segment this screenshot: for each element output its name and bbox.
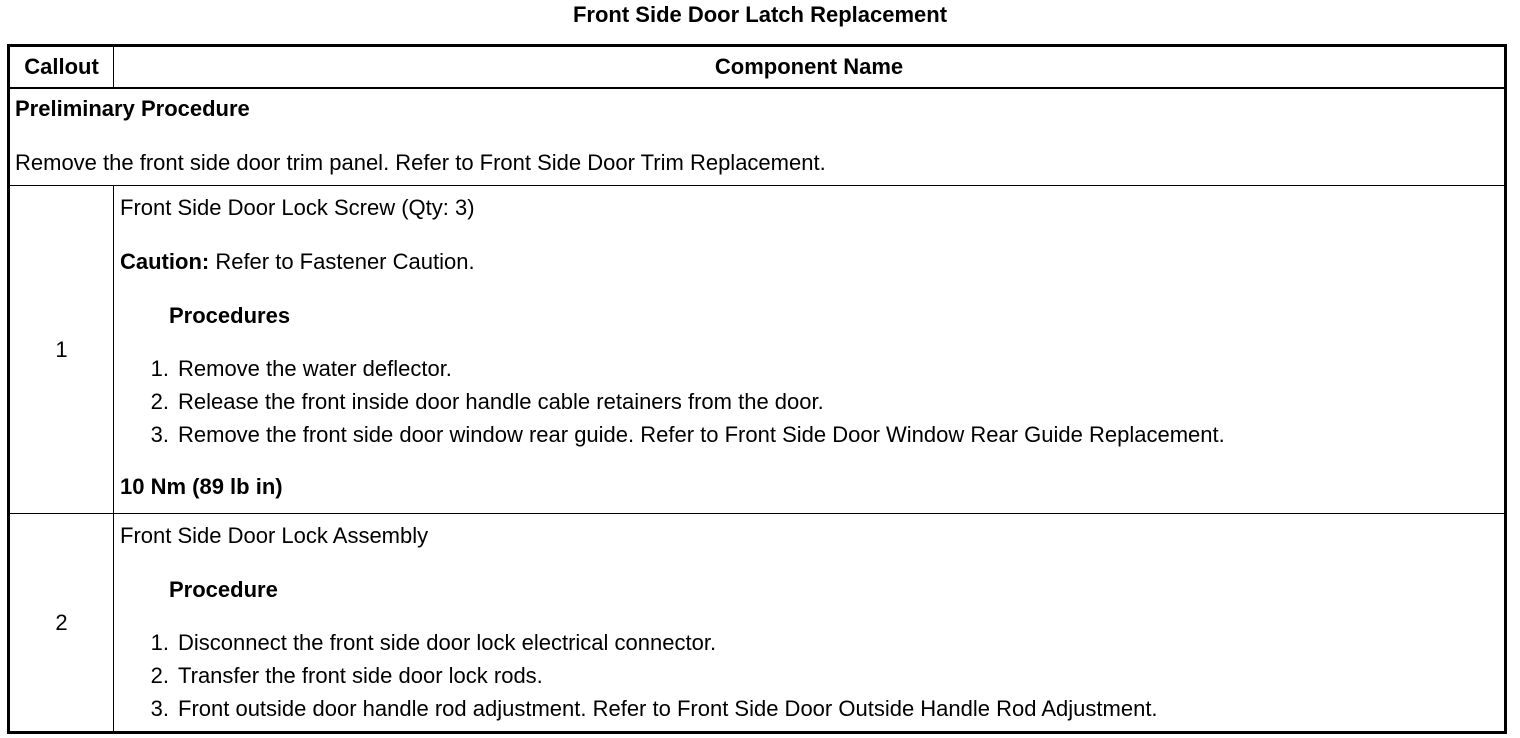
list-item: 1.Remove the water deflector. — [150, 356, 452, 381]
component-cell: Front Side Door Lock Assembly Procedure … — [113, 513, 1506, 733]
callout-column-header: Callout — [8, 45, 114, 89]
table-row: 2 Front Side Door Lock Assembly Procedur… — [8, 513, 1506, 733]
preliminary-heading: Preliminary Procedure — [15, 96, 250, 121]
procedure-steps: 1.Remove the water deflector. 2.Release … — [120, 352, 1498, 451]
procedure-heading: Procedures — [169, 303, 291, 328]
preliminary-row: Preliminary Procedure Remove the front s… — [8, 87, 1506, 186]
torque-spec: 10 Nm (89 lb in) — [120, 474, 283, 499]
caution-text: Refer to Fastener Caution. — [209, 249, 475, 274]
list-item: 3.Remove the front side door window rear… — [150, 422, 1225, 447]
procedure-heading: Procedure — [169, 577, 278, 602]
callout-number: 2 — [8, 513, 114, 733]
preliminary-cell: Preliminary Procedure Remove the front s… — [8, 87, 1506, 186]
preliminary-text: Remove the front side door trim panel. R… — [15, 150, 826, 175]
list-item: 2.Release the front inside door handle c… — [150, 389, 824, 414]
table-row: 1 Front Side Door Lock Screw (Qty: 3) Ca… — [8, 185, 1506, 514]
component-name-column-header: Component Name — [113, 45, 1506, 89]
component-cell: Front Side Door Lock Screw (Qty: 3) Caut… — [113, 185, 1506, 514]
callout-number: 1 — [8, 185, 114, 514]
caution-line: Caution: Refer to Fastener Caution. — [120, 248, 1498, 276]
component-name: Front Side Door Lock Screw (Qty: 3) — [120, 195, 475, 220]
document-title: Front Side Door Latch Replacement — [572, 2, 948, 27]
component-name: Front Side Door Lock Assembly — [120, 523, 429, 548]
procedure-steps: 1.Disconnect the front side door lock el… — [120, 626, 1498, 725]
list-item: 1.Disconnect the front side door lock el… — [150, 630, 717, 655]
table-header-row: Callout Component Name — [8, 45, 1506, 89]
list-item: 3.Front outside door handle rod adjustme… — [150, 696, 1158, 721]
caution-label: Caution: — [120, 249, 210, 274]
procedure-table: Callout Component Name Preliminary Proce… — [7, 44, 1507, 734]
list-item: 2.Transfer the front side door lock rods… — [150, 663, 543, 688]
